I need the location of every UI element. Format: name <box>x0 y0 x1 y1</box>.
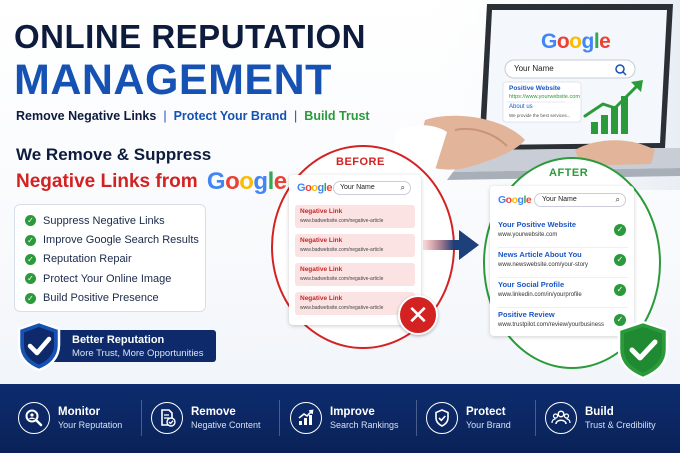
check-icon: ✓ <box>25 215 36 227</box>
check-icon: ✓ <box>25 234 36 246</box>
footer-subtitle: Trust & Credibility <box>585 420 656 430</box>
x-mark-icon: ✕ <box>398 295 438 335</box>
shield-check-icon <box>17 320 61 372</box>
footer-subtitle: Negative Content <box>191 420 261 430</box>
search-icon: ⌕ <box>400 183 405 192</box>
laptop-about-title[interactable]: About us <box>509 104 533 110</box>
footer-title: Monitor <box>58 406 101 418</box>
footer-title: Protect <box>466 406 506 418</box>
badge-ribbon: Better Reputation More Trust, More Oppor… <box>38 330 216 362</box>
divider <box>535 400 536 436</box>
tagline-separator: | <box>163 109 167 123</box>
list-item: ✓Protect Your Online Image <box>25 269 195 288</box>
badge-subtitle: More Trust, More Opportunities <box>72 348 204 359</box>
laptop-result-url: https://www.yourwebsite.com <box>509 94 580 100</box>
list-item: ✓Suppress Negative Links <box>25 211 195 230</box>
check-icon: ✓ <box>614 254 626 266</box>
laptop-google-logo: Google <box>541 30 611 53</box>
list-item: ✓Build Positive Presence <box>25 289 195 308</box>
title-line-1: ONLINE REPUTATION <box>14 18 366 55</box>
google-logo: Google <box>297 182 332 194</box>
tagline: Remove Negative Links | Protect Your Brand… <box>16 109 370 123</box>
google-logo: Google <box>206 168 287 195</box>
tagline-separator: | <box>294 109 298 123</box>
divider <box>416 400 417 436</box>
laptop-illustration <box>395 0 680 190</box>
growth-chart-icon <box>290 402 322 434</box>
laptop-search-input[interactable]: Your Name <box>514 64 554 73</box>
check-icon: ✓ <box>25 273 36 285</box>
check-icon: ✓ <box>614 224 626 236</box>
headline-text: Negative Links from <box>16 171 198 192</box>
google-logo: Google <box>498 194 532 206</box>
footer-subtitle: Your Brand <box>466 420 511 430</box>
before-label: BEFORE <box>336 156 385 168</box>
badge-title: Better Reputation <box>72 334 165 346</box>
headline-line-2: Negative Links from Google <box>16 168 287 196</box>
check-icon: ✓ <box>614 284 626 296</box>
shield-check-icon <box>617 320 669 380</box>
footer-title: Build <box>585 406 614 418</box>
check-icon: ✓ <box>614 314 626 326</box>
people-icon <box>545 402 577 434</box>
divider <box>141 400 142 436</box>
benefits-checklist: ✓Suppress Negative Links ✓Improve Google… <box>14 204 206 312</box>
footer-subtitle: Your Reputation <box>58 420 123 430</box>
footer-title: Remove <box>191 406 236 418</box>
search-icon: ⌕ <box>615 195 620 204</box>
magnifier-icon <box>18 402 50 434</box>
divider <box>279 400 280 436</box>
laptop-result-title[interactable]: Positive Website <box>509 85 561 92</box>
laptop-about-snippet: We provide the best services... <box>509 113 571 118</box>
check-icon: ✓ <box>25 253 36 265</box>
tagline-trust: Build Trust <box>304 109 370 123</box>
search-input[interactable]: Your Name⌕ <box>333 181 411 195</box>
headline-line-1: We Remove & Suppress <box>16 145 212 164</box>
footer-subtitle: Search Rankings <box>330 420 399 430</box>
title-line-2: MANAGEMENT <box>14 56 332 104</box>
document-check-icon <box>151 402 183 434</box>
shield-check-icon <box>426 402 458 434</box>
list-item: ✓Improve Google Search Results <box>25 230 199 249</box>
footer-title: Improve <box>330 406 375 418</box>
tagline-protect: Protect Your Brand <box>173 109 288 123</box>
check-icon: ✓ <box>25 292 36 304</box>
arrow-right-icon <box>423 230 479 260</box>
search-input[interactable]: Your Name⌕ <box>534 193 626 207</box>
better-reputation-badge: Better Reputation More Trust, More Oppor… <box>16 320 216 372</box>
after-label: AFTER <box>549 167 589 179</box>
list-item: ✓Reputation Repair <box>25 250 195 269</box>
tagline-remove: Remove Negative Links <box>16 109 157 123</box>
